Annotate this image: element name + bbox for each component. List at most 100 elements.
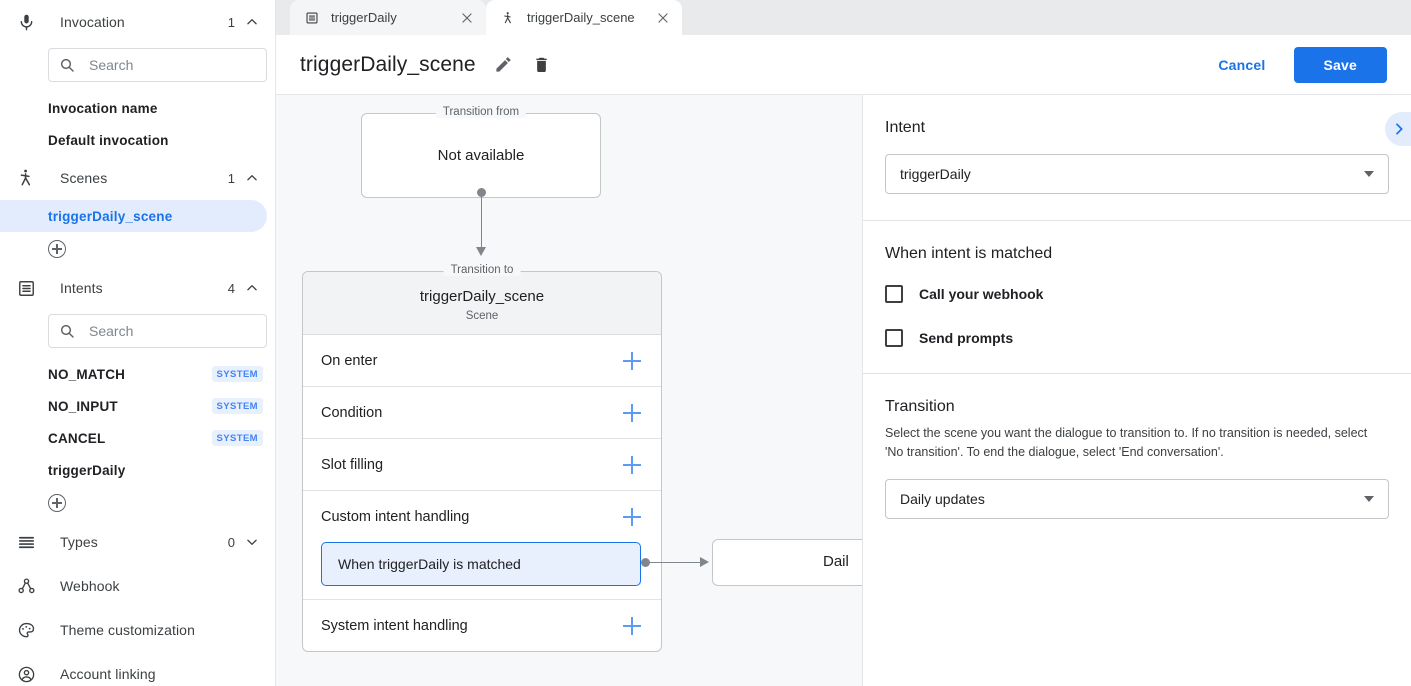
call-webhook-label: Call your webhook bbox=[919, 286, 1044, 302]
sidebar-section-scenes[interactable]: Scenes 1 bbox=[0, 156, 275, 200]
sidebar-section-count: 1 bbox=[227, 14, 235, 30]
intents-search[interactable] bbox=[48, 314, 267, 348]
scene-row-condition[interactable]: Condition bbox=[303, 387, 661, 439]
send-prompts-option[interactable]: Send prompts bbox=[885, 329, 1389, 347]
palette-icon bbox=[14, 618, 38, 642]
call-webhook-option[interactable]: Call your webhook bbox=[885, 285, 1389, 303]
connector-line bbox=[481, 193, 483, 251]
sidebar-item-triggerdaily[interactable]: triggerDaily bbox=[0, 454, 275, 486]
status-badge: SYSTEM bbox=[211, 398, 263, 414]
search-input[interactable] bbox=[87, 56, 256, 74]
connector-dot bbox=[641, 558, 650, 567]
add-scene-button[interactable] bbox=[0, 232, 275, 266]
scene-graph-canvas[interactable]: Transition from Not available Transition… bbox=[276, 95, 862, 686]
search-input[interactable] bbox=[87, 322, 256, 340]
transition-select[interactable]: Daily updates bbox=[885, 478, 1389, 519]
sidebar: Invocation 1 Invocation name Default inv… bbox=[0, 0, 276, 686]
close-icon[interactable] bbox=[656, 11, 670, 25]
webhook-icon bbox=[14, 574, 38, 598]
transition-from-legend: Transition from bbox=[435, 106, 527, 118]
sidebar-item-invocation-name[interactable]: Invocation name bbox=[0, 92, 275, 124]
transition-section: Transition Select the scene you want the… bbox=[863, 374, 1411, 545]
sidebar-item-triggerdaily-scene[interactable]: triggerDaily_scene bbox=[0, 200, 267, 232]
sidebar-section-label: Scenes bbox=[60, 170, 108, 186]
sidebar-item-default-invocation[interactable]: Default invocation bbox=[0, 124, 275, 156]
tab-triggerdaily[interactable]: triggerDaily bbox=[290, 0, 486, 35]
sidebar-item-label: Default invocation bbox=[48, 132, 169, 148]
add-system-intent-handling-icon[interactable] bbox=[623, 616, 641, 635]
sidebar-section-label: Types bbox=[60, 534, 98, 550]
sidebar-item-cancel[interactable]: CANCEL SYSTEM bbox=[0, 422, 275, 454]
send-prompts-checkbox[interactable] bbox=[885, 329, 903, 347]
add-on-enter-icon[interactable] bbox=[623, 351, 641, 370]
call-webhook-checkbox[interactable] bbox=[885, 285, 903, 303]
chevron-up-icon[interactable] bbox=[245, 281, 259, 295]
scenes-icon bbox=[14, 166, 38, 190]
chevron-up-icon[interactable] bbox=[245, 171, 259, 185]
tab-label: triggerDaily bbox=[331, 10, 397, 25]
intent-tab-icon bbox=[304, 10, 320, 26]
chevron-right-icon[interactable] bbox=[1385, 112, 1411, 146]
connector-arrow bbox=[700, 557, 709, 567]
chevron-down-icon[interactable] bbox=[245, 535, 259, 549]
transition-to-node[interactable]: Tr Dail bbox=[712, 539, 862, 586]
sidebar-item-label: Account linking bbox=[60, 666, 156, 682]
sidebar-section-invocation[interactable]: Invocation 1 bbox=[0, 0, 275, 44]
scene-row-on-enter[interactable]: On enter bbox=[303, 335, 661, 387]
sidebar-section-intents[interactable]: Intents 4 bbox=[0, 266, 275, 310]
scene-row-slot-filling[interactable]: Slot filling bbox=[303, 439, 661, 491]
tab-triggerdaily-scene[interactable]: triggerDaily_scene bbox=[486, 0, 682, 35]
sidebar-item-label: Webhook bbox=[60, 578, 120, 594]
add-condition-icon[interactable] bbox=[623, 403, 641, 422]
tab-label: triggerDaily_scene bbox=[527, 10, 635, 25]
cancel-button[interactable]: Cancel bbox=[1206, 49, 1277, 81]
sidebar-item-account-linking[interactable]: Account linking bbox=[0, 652, 275, 686]
pencil-icon[interactable] bbox=[494, 55, 514, 75]
add-custom-intent-handling-icon[interactable] bbox=[623, 507, 641, 526]
sidebar-item-label: triggerDaily_scene bbox=[48, 208, 173, 224]
scene-row-label: Slot filling bbox=[321, 456, 384, 473]
sidebar-section-types[interactable]: Types 0 bbox=[0, 520, 275, 564]
sidebar-item-label: triggerDaily bbox=[48, 462, 126, 478]
scene-card-title: triggerDaily_scene bbox=[419, 288, 545, 305]
scene-tab-icon bbox=[500, 10, 516, 26]
intent-section: Intent triggerDaily bbox=[863, 95, 1411, 221]
intent-handler-chip-label: When triggerDaily is matched bbox=[338, 556, 521, 572]
save-button[interactable]: Save bbox=[1293, 46, 1387, 83]
sidebar-item-no-input[interactable]: NO_INPUT SYSTEM bbox=[0, 390, 275, 422]
scene-row-label: Custom intent handling bbox=[321, 508, 470, 525]
sidebar-section-label: Invocation bbox=[60, 14, 125, 30]
scene-card[interactable]: Transition to triggerDaily_scene Scene O… bbox=[302, 264, 662, 652]
intents-icon bbox=[14, 276, 38, 300]
add-intent-button[interactable] bbox=[0, 486, 275, 520]
scene-row-label: System intent handling bbox=[321, 617, 468, 634]
scene-card-subtitle: Scene bbox=[465, 310, 499, 322]
chevron-up-icon[interactable] bbox=[245, 15, 259, 29]
scene-row-custom-intent-handling[interactable]: Custom intent handling When triggerDaily… bbox=[303, 491, 661, 600]
when-intent-matched-section: When intent is matched Call your webhook… bbox=[863, 221, 1411, 374]
sidebar-item-label: NO_INPUT bbox=[48, 398, 118, 414]
intent-select-value: triggerDaily bbox=[900, 166, 971, 182]
close-icon[interactable] bbox=[460, 11, 474, 25]
intent-handler-chip[interactable]: When triggerDaily is matched bbox=[321, 542, 641, 586]
sidebar-item-theme-customization[interactable]: Theme customization bbox=[0, 608, 275, 652]
intent-select[interactable]: triggerDaily bbox=[885, 154, 1389, 194]
status-badge: SYSTEM bbox=[211, 366, 263, 382]
trash-icon[interactable] bbox=[532, 55, 552, 75]
when-matched-heading: When intent is matched bbox=[885, 245, 1053, 262]
transition-from-node[interactable]: Transition from Not available bbox=[361, 106, 601, 198]
sidebar-item-label: Invocation name bbox=[48, 100, 158, 116]
sidebar-item-label: CANCEL bbox=[48, 430, 106, 446]
tab-bar: triggerDaily triggerDaily_scene bbox=[276, 0, 1411, 35]
sidebar-section-count: 4 bbox=[227, 280, 235, 296]
intent-heading: Intent bbox=[885, 119, 926, 136]
send-prompts-label: Send prompts bbox=[919, 330, 1014, 346]
microphone-icon bbox=[14, 10, 38, 34]
sidebar-item-no-match[interactable]: NO_MATCH SYSTEM bbox=[0, 358, 275, 390]
scene-row-system-intent-handling[interactable]: System intent handling bbox=[303, 600, 661, 651]
sidebar-item-webhook[interactable]: Webhook bbox=[0, 564, 275, 608]
types-icon bbox=[14, 530, 38, 554]
invocation-search[interactable] bbox=[48, 48, 267, 82]
add-slot-filling-icon[interactable] bbox=[623, 455, 641, 474]
